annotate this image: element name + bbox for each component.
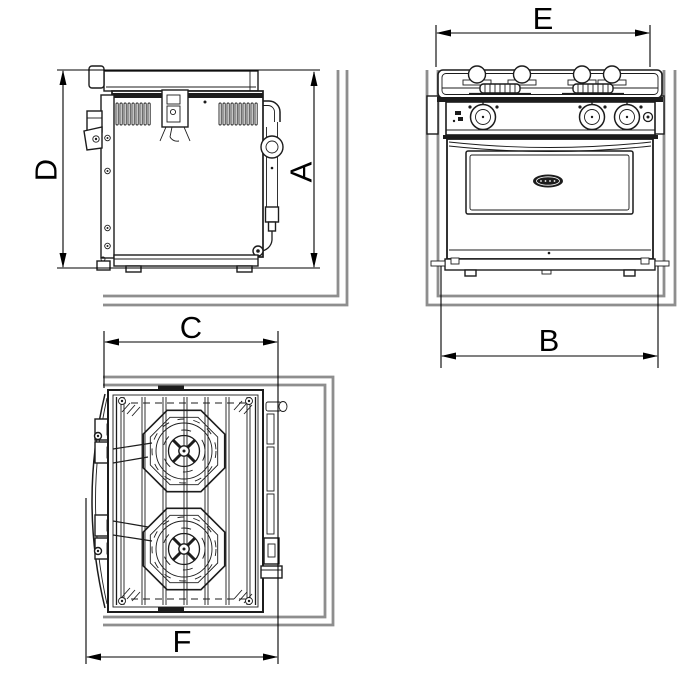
flame-mark-icon bbox=[603, 105, 607, 109]
front-counter-outline bbox=[425, 70, 677, 307]
foot bbox=[125, 265, 142, 273]
arrowhead-left bbox=[86, 653, 101, 661]
gimbal-bracket bbox=[159, 89, 191, 142]
lid-edge bbox=[103, 70, 259, 92]
foot bbox=[623, 269, 636, 277]
arrowhead-right bbox=[643, 352, 658, 360]
base-pan bbox=[96, 254, 259, 273]
arrowhead-up bbox=[59, 70, 67, 85]
foot bbox=[236, 265, 253, 273]
vent-slots-right bbox=[218, 102, 258, 126]
side-counter-outline bbox=[103, 70, 349, 307]
top-counter-outline bbox=[103, 375, 335, 627]
gas-inlet bbox=[83, 110, 103, 151]
cooktop-frame bbox=[107, 389, 264, 613]
door-window bbox=[465, 150, 634, 215]
vent-slots-left bbox=[115, 102, 151, 126]
arrowhead-right bbox=[263, 653, 278, 661]
dimension-b: B bbox=[440, 266, 659, 368]
igniter-button[interactable] bbox=[642, 111, 654, 123]
stove-side bbox=[83, 65, 284, 273]
oven-door[interactable] bbox=[446, 138, 654, 260]
pan-support-knob bbox=[602, 65, 622, 84]
flame-mark-icon bbox=[495, 105, 499, 109]
hinge-link-bars bbox=[112, 442, 153, 542]
dimension-label-f: F bbox=[173, 624, 192, 659]
foot bbox=[464, 269, 477, 277]
dimension-e: E bbox=[435, 1, 651, 67]
lid-hinge-knob bbox=[88, 65, 105, 89]
arrowhead-left bbox=[441, 352, 456, 360]
arrowhead-left bbox=[104, 338, 119, 346]
panel-print-icon bbox=[452, 111, 463, 123]
dimension-label-c: C bbox=[180, 310, 202, 345]
pan-support-knob bbox=[572, 65, 592, 84]
regulator-fitting bbox=[260, 135, 284, 159]
brand-logo-badge bbox=[533, 174, 563, 188]
burner-cap-left bbox=[469, 83, 531, 95]
stove-front bbox=[426, 65, 670, 277]
burner-cap-right bbox=[562, 83, 624, 95]
side-rail-fittings bbox=[260, 401, 288, 579]
stove-top bbox=[91, 385, 288, 613]
dimension-c: C bbox=[103, 310, 279, 664]
control-panel bbox=[445, 99, 656, 136]
base-rail bbox=[430, 257, 670, 277]
dimension-d: D bbox=[29, 69, 320, 269]
arrowhead-down bbox=[59, 253, 67, 268]
dimension-f: F bbox=[85, 498, 278, 664]
arrowhead-up bbox=[310, 71, 318, 86]
front-view: E B bbox=[425, 1, 677, 368]
arrowhead-right bbox=[263, 338, 278, 346]
dimension-label-d: D bbox=[29, 159, 64, 181]
corner-screws bbox=[118, 397, 253, 605]
gas-pipe-assembly bbox=[252, 100, 284, 257]
dimension-a: A bbox=[284, 71, 319, 268]
flame-mark-icon bbox=[468, 105, 472, 109]
dimension-label-b: B bbox=[539, 323, 560, 358]
dimension-label-a: A bbox=[284, 161, 319, 182]
dimension-label-e: E bbox=[533, 1, 554, 36]
flame-mark-icon bbox=[578, 105, 582, 109]
pan-support-knob bbox=[512, 65, 532, 84]
arrowhead-down bbox=[310, 253, 318, 268]
mounting-rail bbox=[100, 94, 115, 259]
arrowhead-left bbox=[436, 29, 451, 37]
top-view: C F bbox=[85, 310, 335, 664]
mounting-flange-left bbox=[426, 95, 439, 135]
arrowhead-right bbox=[635, 29, 650, 37]
flame-mark-icon bbox=[639, 105, 643, 109]
pan-support-knob bbox=[467, 65, 487, 84]
side-view: D A bbox=[29, 65, 349, 307]
